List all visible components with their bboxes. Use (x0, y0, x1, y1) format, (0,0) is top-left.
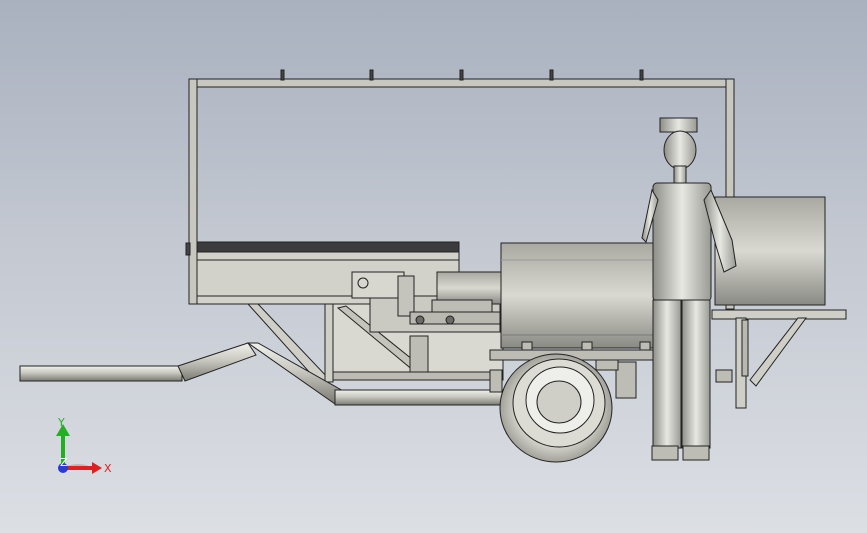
engine-block (351, 271, 502, 325)
canopy-frame (188, 69, 735, 310)
y-axis-label: Y (57, 416, 65, 429)
axis-triad: Y X Z (56, 416, 112, 475)
z-axis-label: Z (60, 456, 68, 469)
z-axis-dot (58, 463, 68, 473)
wheel (499, 353, 613, 463)
rear-bracket (711, 309, 847, 409)
x-axis-label: X (104, 462, 112, 475)
platform-bed (185, 241, 460, 305)
axle-assembly (489, 341, 733, 399)
human-figure (641, 117, 737, 461)
front-drum (500, 242, 682, 349)
tow-bar (19, 342, 506, 406)
